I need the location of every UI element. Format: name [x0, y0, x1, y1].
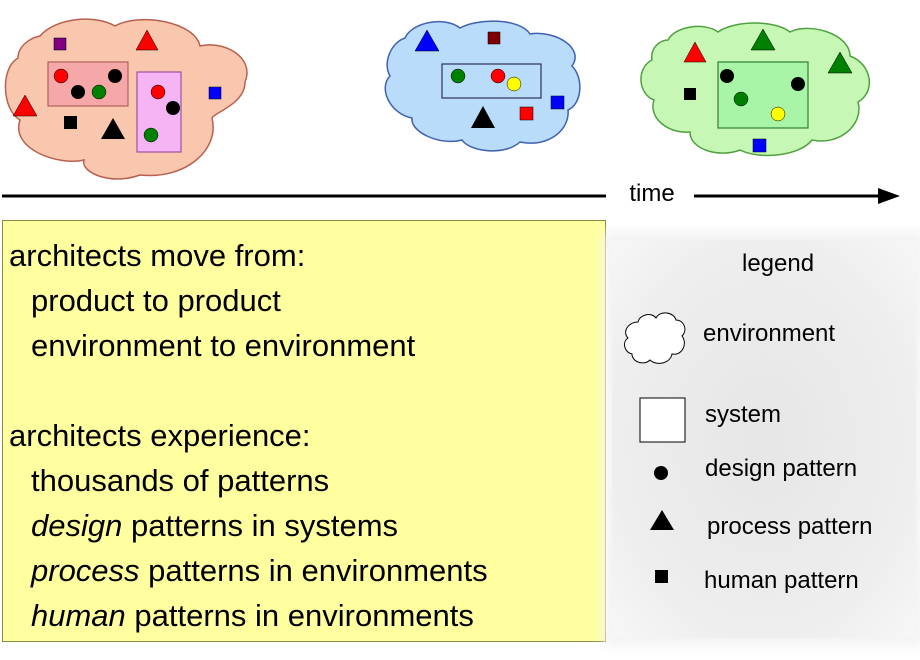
design-pattern	[108, 69, 122, 83]
human-pattern	[550, 95, 565, 110]
human-pattern	[64, 116, 77, 129]
text-span: product to product	[31, 283, 281, 318]
human-pattern	[487, 31, 501, 45]
legend-label-environment: environment	[703, 320, 836, 347]
human-pattern	[208, 86, 222, 100]
process-pattern	[135, 29, 159, 51]
circle-icon	[654, 466, 668, 480]
text-line-6: design patterns in systems	[9, 503, 599, 548]
process-pattern	[827, 51, 853, 74]
text-line-7: process patterns in environments	[9, 548, 599, 593]
process-pattern	[414, 29, 440, 52]
square-icon	[655, 570, 668, 583]
text-line-2: product to product	[9, 278, 599, 323]
text-span: thousands of patterns	[31, 463, 330, 498]
process-pattern	[750, 28, 776, 51]
triangle-icon	[650, 510, 674, 530]
design-pattern	[53, 68, 69, 84]
text-span-italic: design	[31, 508, 123, 543]
timeline-label: time	[610, 180, 694, 208]
text-span: patterns in environments	[139, 553, 488, 588]
text-span: architects move from:	[9, 238, 306, 273]
text-span: architects experience:	[9, 418, 311, 453]
design-pattern	[91, 84, 107, 100]
process-pattern	[471, 106, 495, 128]
process-pattern	[683, 41, 707, 63]
square-outline-icon	[639, 397, 686, 443]
legend-title: legend	[742, 250, 815, 277]
text-line-3: environment to environment	[9, 323, 599, 368]
timeline	[2, 188, 900, 204]
legend-label-human-pattern: human pattern	[704, 567, 859, 594]
human-pattern	[684, 88, 696, 100]
text-span: environment to environment	[31, 328, 416, 363]
text-line-5: thousands of patterns	[9, 458, 599, 503]
design-pattern	[490, 68, 506, 84]
design-pattern	[770, 106, 786, 122]
design-pattern	[143, 127, 159, 143]
legend-label-system: system	[705, 401, 782, 428]
process-pattern	[12, 94, 38, 117]
process-pattern	[101, 118, 125, 139]
design-pattern	[450, 68, 466, 84]
environment-2	[384, 20, 581, 152]
cloud-icon	[624, 312, 686, 364]
text-line-4: architects experience:	[9, 413, 599, 458]
human-pattern	[53, 37, 67, 51]
text-span-italic: process	[31, 553, 140, 588]
design-pattern	[71, 85, 85, 99]
environment-3	[640, 22, 871, 157]
environment-1	[4, 18, 248, 180]
design-pattern	[720, 69, 734, 83]
text-span: patterns in environments	[125, 598, 474, 633]
text-line-8: human patterns in environments	[9, 593, 599, 638]
arrow-right-icon	[878, 188, 900, 204]
legend-label-process-pattern: process pattern	[707, 513, 873, 540]
design-pattern	[150, 84, 166, 100]
text-span: patterns in systems	[122, 508, 399, 543]
human-pattern	[519, 106, 534, 121]
design-pattern	[506, 76, 522, 92]
summary-textbox: architects move from: product to product…	[2, 220, 606, 642]
text-line-1: architects move from:	[9, 233, 599, 278]
design-pattern	[733, 91, 749, 107]
design-pattern	[791, 77, 805, 91]
legend-label-design-pattern: design pattern	[705, 455, 858, 482]
design-pattern	[166, 101, 180, 115]
human-pattern	[752, 138, 767, 153]
text-span-italic: human	[31, 598, 126, 633]
